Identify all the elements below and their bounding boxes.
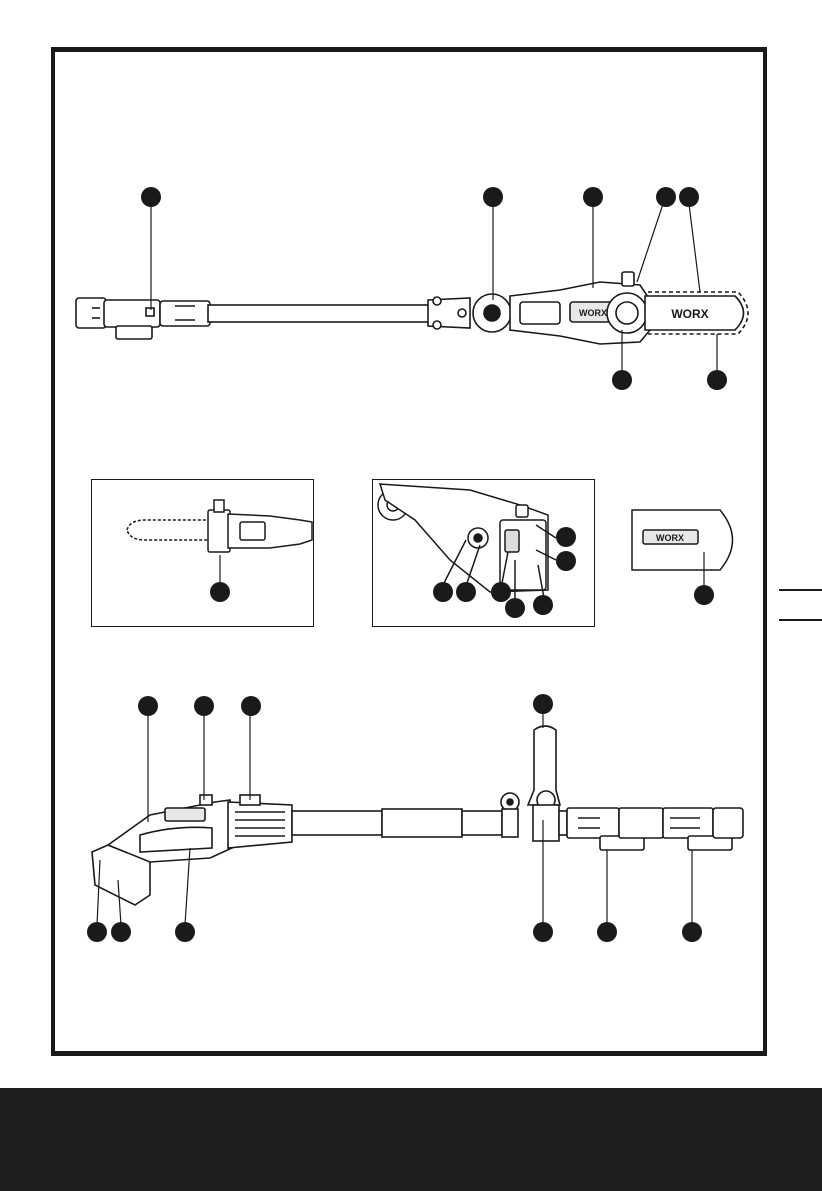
callout-marker <box>533 694 553 714</box>
callout-marker <box>682 922 702 942</box>
callout-marker <box>175 922 195 942</box>
callout-marker <box>138 696 158 716</box>
callout-marker <box>533 922 553 942</box>
footer-bar <box>0 1088 822 1191</box>
callout-marker <box>87 922 107 942</box>
side-tab-divider-bottom <box>779 619 822 621</box>
callout-marker <box>597 922 617 942</box>
callout-marker <box>194 696 214 716</box>
side-tab-divider-top <box>779 589 822 591</box>
callout-marker <box>111 922 131 942</box>
callout-marker <box>241 696 261 716</box>
